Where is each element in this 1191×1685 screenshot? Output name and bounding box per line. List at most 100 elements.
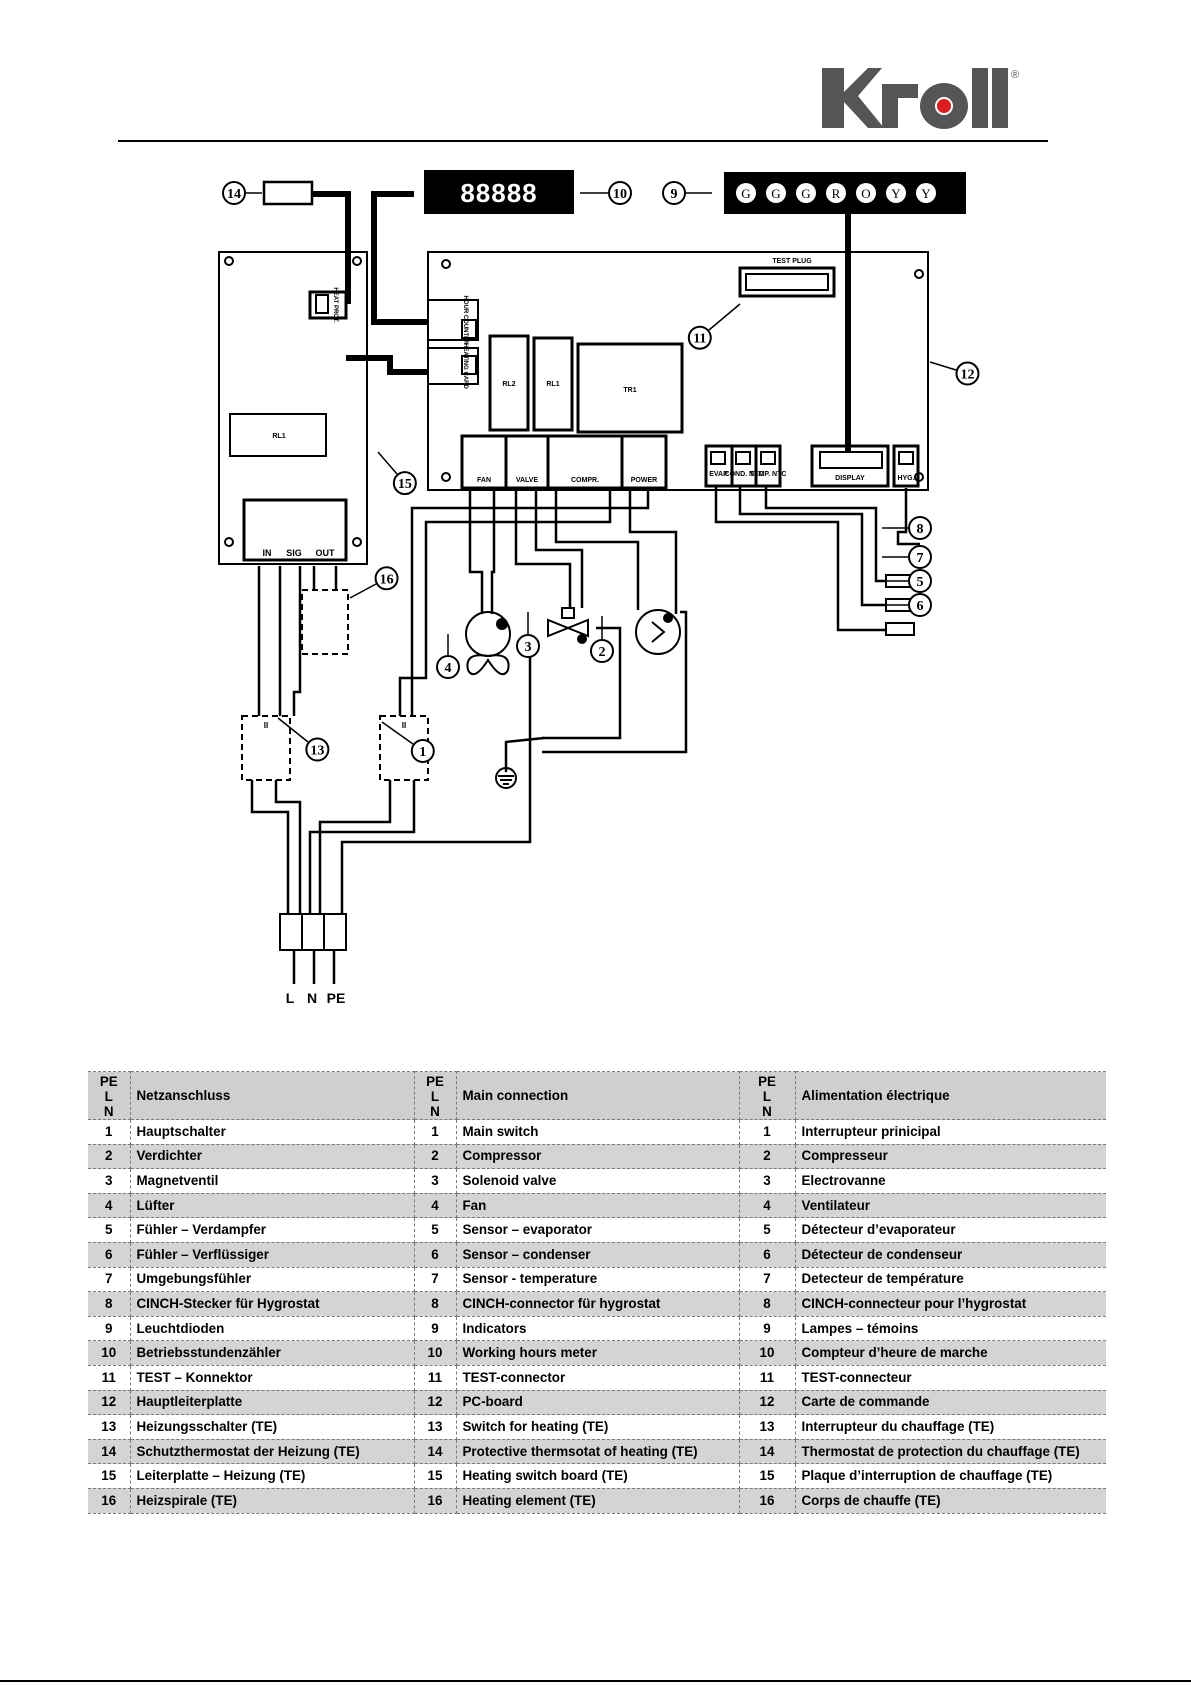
heating-relay <box>229 413 327 457</box>
heating-terminal-block <box>242 498 348 562</box>
indicator-led <box>736 183 756 203</box>
legend-text-fr: Ventilateur <box>795 1193 1106 1219</box>
legend-text-fr: Détecteur d’evaporateur <box>795 1217 1106 1243</box>
legend-text-de: CINCH-Stecker für Hygrostat <box>130 1291 415 1317</box>
pln-n: N <box>103 1103 114 1119</box>
callout-number: 8 <box>917 522 924 537</box>
callout-circle <box>955 361 980 386</box>
legend-number-fr: 14 <box>739 1439 796 1465</box>
callout-number: 12 <box>960 368 974 383</box>
legend-text-en: Protective thermsotat of heating (TE) <box>456 1439 740 1465</box>
pln-header-fr: PE L N <box>739 1071 796 1120</box>
temp-ntc-label: TEMP. NTC <box>750 471 787 478</box>
legend-text-en: Compressor <box>456 1144 740 1170</box>
pln-pe: PE <box>758 1073 776 1089</box>
transformer-tr1 <box>576 342 684 434</box>
callout-arrow <box>708 303 741 331</box>
legend-text-fr: Detecteur de température <box>795 1267 1106 1293</box>
legend-number-fr: 5 <box>739 1217 796 1243</box>
hour-counter-display <box>424 170 574 214</box>
legend-number-de: 8 <box>88 1291 131 1317</box>
indicator-led <box>916 183 936 203</box>
legend-number-en: 11 <box>414 1365 457 1391</box>
legend-text-de: Umgebungsfühler <box>130 1267 415 1293</box>
legend-text-en: Switch for heating (TE) <box>456 1414 740 1440</box>
callout-circle <box>516 634 540 658</box>
transformer-label: TR1 <box>623 387 636 394</box>
legend-text-en: Sensor – condenser <box>456 1242 740 1268</box>
protective-thermostat <box>262 180 314 206</box>
legend-text-en: Indicators <box>456 1316 740 1342</box>
heating-card-label: HEATING CARD <box>462 343 468 389</box>
legend-number-en: 7 <box>414 1267 457 1293</box>
legend-number-fr: 9 <box>739 1316 796 1342</box>
callout-number: 11 <box>693 332 706 347</box>
legend-number-fr: 10 <box>739 1340 796 1366</box>
heat-prot-block <box>308 290 348 320</box>
legend-number-en: 9 <box>414 1316 457 1342</box>
legend-text-de: Lüfter <box>130 1193 415 1219</box>
legend-number-en: 8 <box>414 1291 457 1317</box>
legend-number-de: 16 <box>88 1488 131 1514</box>
indicator-led <box>766 183 786 203</box>
callout-arrow <box>349 583 377 599</box>
indicator-led-letter: G <box>801 186 810 201</box>
legend-text-fr: Carte de commande <box>795 1390 1106 1416</box>
callout-number: 15 <box>398 477 412 492</box>
legend-text-de: TEST – Konnektor <box>130 1365 415 1391</box>
legend-number-en: 2 <box>414 1144 457 1170</box>
indicator-led-letter: Y <box>891 186 901 201</box>
valve-terminal-label: VALVE <box>516 477 539 484</box>
legend-number-en: 16 <box>414 1488 457 1514</box>
legend-header-de: Netzanschluss <box>130 1071 415 1120</box>
hour-counter-label: HOUR COUNTER <box>462 296 468 346</box>
legend-text-fr: CINCH-connecteur pour l’hygrostat <box>795 1291 1106 1317</box>
registered-mark: ® <box>1011 69 1019 81</box>
cond-ntc-label: COND. NTC <box>725 471 764 478</box>
legend-text-de: Leuchtdioden <box>130 1316 415 1342</box>
legend-text-de: Leiterplatte – Heizung (TE) <box>130 1463 415 1489</box>
callout-circle <box>908 593 932 617</box>
legend-text-fr: Electrovanne <box>795 1168 1106 1194</box>
heat-prot-label: HEAT PROT. <box>332 287 338 323</box>
legend-number-fr: 1 <box>739 1119 796 1145</box>
callout-circle <box>608 181 632 205</box>
relay-rl2 <box>488 334 530 432</box>
legend-number-fr: 8 <box>739 1291 796 1317</box>
legend-text-fr: Détecteur de condenseur <box>795 1242 1106 1268</box>
legend-text-de: Magnetventil <box>130 1168 415 1194</box>
callout-circle <box>305 737 330 762</box>
ground-symbol <box>495 767 517 789</box>
callout-arrow <box>277 717 309 743</box>
callout-circle <box>662 181 686 205</box>
supply-n-label: N <box>307 990 317 1006</box>
supply-pe-label: PE <box>327 990 346 1006</box>
test-plug-connector <box>738 266 836 298</box>
legend-number-de: 3 <box>88 1168 131 1194</box>
supply-l-label: L <box>286 990 295 1006</box>
legend-text-en: Heating element (TE) <box>456 1488 740 1514</box>
legend-text-en: Solenoid valve <box>456 1168 740 1194</box>
legend-text-de: Hauptleiterplatte <box>130 1390 415 1416</box>
indicator-led-letter: O <box>861 186 870 201</box>
pln-l: L <box>762 1088 772 1104</box>
indicator-led <box>886 183 906 203</box>
legend-number-de: 13 <box>88 1414 131 1440</box>
legend-number-fr: 6 <box>739 1242 796 1268</box>
legend-text-fr: TEST-connecteur <box>795 1365 1106 1391</box>
legend-number-fr: 16 <box>739 1488 796 1514</box>
pln-pe: PE <box>99 1073 118 1089</box>
main-pc-board <box>427 251 929 491</box>
legend-header-row: PE L N Netzanschluss PE L N Main connect… <box>88 1071 1106 1120</box>
legend-number-en: 3 <box>414 1168 457 1194</box>
legend-number-de: 2 <box>88 1144 131 1170</box>
legend-text-en: Working hours meter <box>456 1340 740 1366</box>
legend-text-fr: Corps de chauffe (TE) <box>795 1488 1106 1514</box>
heating-switch-mark: II <box>264 721 268 730</box>
callout-circle <box>392 471 417 496</box>
pln-header-de: PE L N <box>88 1071 131 1120</box>
